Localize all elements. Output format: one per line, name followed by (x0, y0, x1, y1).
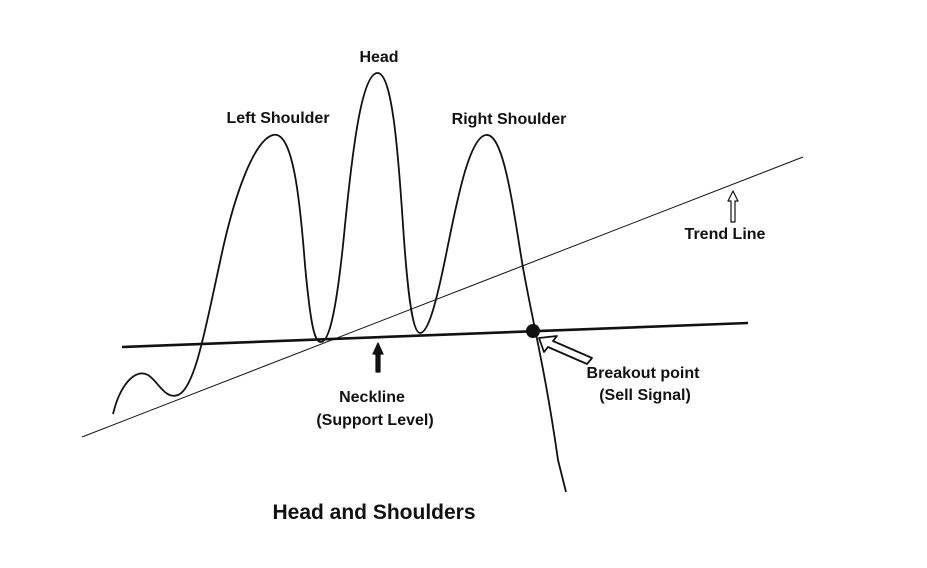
neckline-label: Neckline (339, 389, 405, 406)
left-shoulder-label: Left Shoulder (226, 110, 329, 127)
diagram-title: Head and Shoulders (272, 501, 475, 524)
neckline (121, 321, 749, 349)
support-level-label: (Support Level) (316, 412, 433, 429)
breakout-arrow-icon (538, 335, 593, 365)
trend-line (81, 156, 804, 438)
neckline-arrow-icon (372, 342, 384, 373)
price-curve (112, 72, 567, 493)
trend-line-label: Trend Line (685, 226, 766, 243)
right-shoulder-label: Right Shoulder (452, 111, 567, 128)
breakout-point-marker (526, 324, 540, 338)
breakout-point-label: Breakout point (587, 365, 701, 382)
trend-line-arrow-icon (727, 190, 739, 223)
sell-signal-label: (Sell Signal) (599, 387, 691, 404)
head-label: Head (359, 49, 398, 66)
